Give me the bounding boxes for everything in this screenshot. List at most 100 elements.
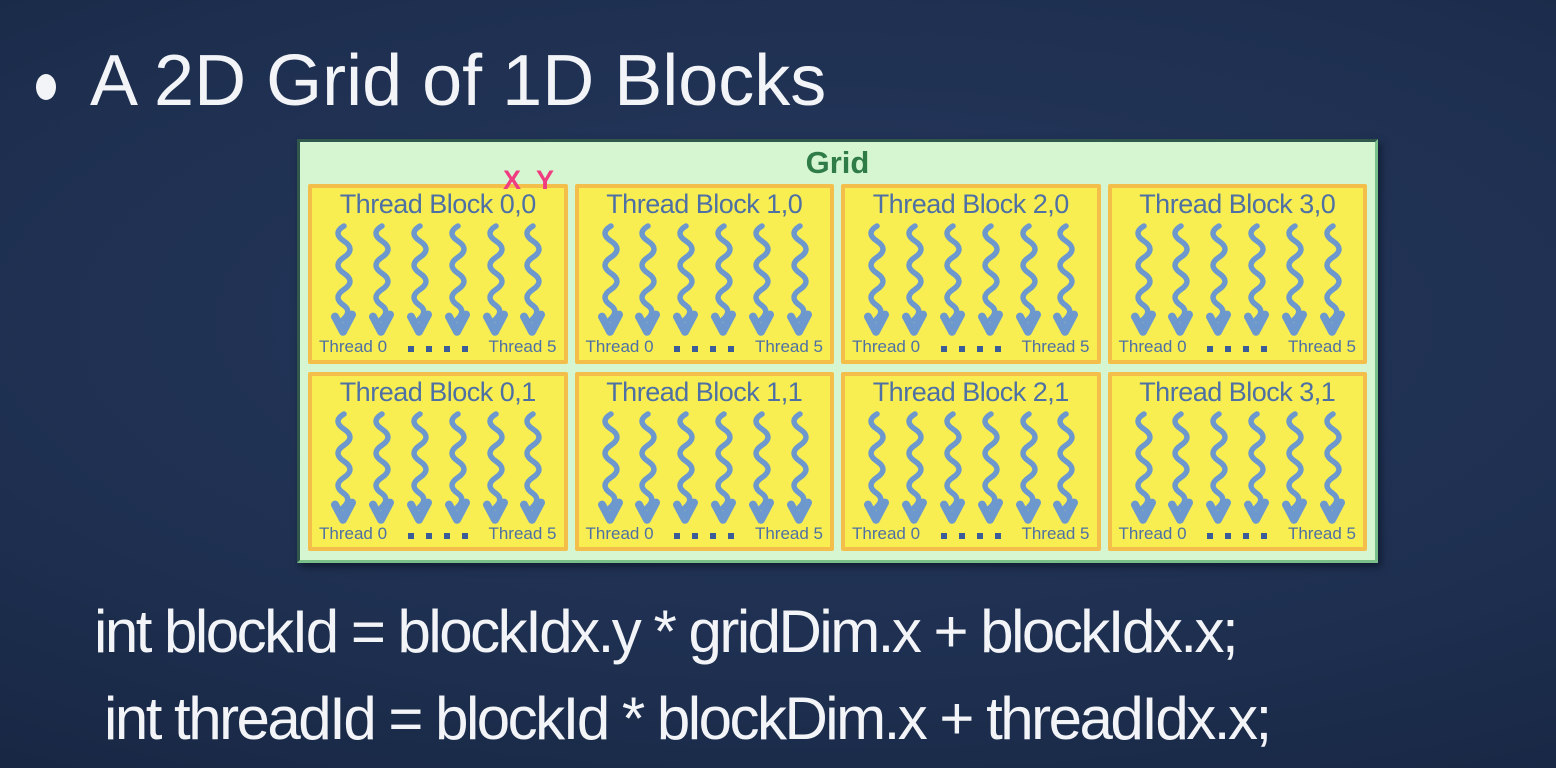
thread-arrows [585,220,825,338]
thread-block-label: Thread Block 3,1 [1139,376,1336,407]
axis-xy-label: X Y [503,165,554,196]
last-thread-label: Thread 5 [754,336,823,356]
thread-arrow-icon [749,223,775,336]
thread-block-1-0: Thread Block 1,0 Thread 0 Thread 5 [574,184,834,364]
thread-arrow-icon [331,223,356,336]
code-line-blockid: int blockId = blockIdx.y * gridDim.x + b… [94,598,1239,665]
thread-arrow-icon [786,223,812,336]
thread-arrow-icon [406,410,432,524]
thread-arrow-icon [1206,410,1232,524]
thread-arrow-icon [444,223,470,336]
thread-arrows [851,408,1091,526]
first-thread-label: Thread 0 [852,336,921,356]
thread-arrows [1118,408,1358,526]
last-thread-label: Thread 5 [488,336,557,356]
thread-blocks-grid: Thread Block 0,0 Thread 0 Thread 5 Threa… [308,184,1367,551]
thread-arrow-icon [901,410,927,524]
ellipsis-dots-icon [940,345,1001,357]
thread-block-0-1: Thread Block 0,1 Thread 0 Thread 5 [308,371,568,551]
first-thread-label: Thread 0 [585,524,654,544]
thread-block-label: Thread Block 1,1 [606,376,803,407]
thread-arrow-icon [635,410,661,524]
thread-block-0-0: Thread Block 0,0 Thread 0 Thread 5 [308,184,568,364]
ellipsis-dots-icon [674,533,735,544]
thread-arrow-icon [1015,223,1041,336]
thread-range: Thread 0 Thread 5 [318,525,558,544]
thread-arrow-icon [482,410,508,524]
thread-arrow-icon [1282,223,1308,336]
axis-y-label: Y [536,165,555,195]
last-thread-label: Thread 5 [1021,336,1090,356]
thread-block-2-1: Thread Block 2,1 Thread 0 Thread 5 [841,371,1101,551]
thread-arrow-icon [520,223,546,336]
page-title: A 2D Grid of 1D Blocks [90,41,827,121]
thread-arrow-icon [368,410,394,524]
code-snippet: int blockId = blockIdx.y * gridDim.x + b… [94,588,1272,762]
thread-arrow-icon [864,410,889,524]
thread-block-label: Thread Block 0,1 [339,376,537,407]
thread-arrow-icon [444,410,470,524]
thread-arrow-icon [635,223,661,336]
thread-arrow-icon [786,410,812,524]
thread-arrow-icon [673,223,699,336]
thread-arrow-icon [597,223,623,336]
thread-range: Thread 0 Thread 5 [851,336,1091,357]
thread-arrow-icon [673,410,699,524]
thread-arrow-icon [1168,223,1194,336]
thread-range: Thread 0 Thread 5 [1118,336,1358,357]
thread-arrow-icon [1244,410,1270,524]
thread-arrows [318,220,558,338]
thread-arrow-icon [939,410,965,524]
thread-arrow-icon [1244,223,1270,336]
thread-arrow-icon [749,410,775,524]
thread-arrow-icon [1282,410,1308,524]
slide-title-row: A 2D Grid of 1D Blocks [36,41,827,121]
thread-arrow-icon [1319,223,1345,336]
thread-block-label: Thread Block 2,0 [872,189,1070,219]
thread-block-2-0: Thread Block 2,0 Thread 0 Thread 5 [841,184,1101,364]
ellipsis-dots-icon [1207,345,1268,357]
thread-range: Thread 0 Thread 5 [585,336,825,357]
thread-arrow-icon [520,410,546,524]
first-thread-label: Thread 0 [852,524,921,544]
first-thread-label: Thread 0 [585,336,654,356]
thread-arrows [851,220,1091,338]
thread-arrow-icon [1053,223,1079,336]
grid-diagram: Grid X Y Thread Block 0,0 Thread 0 Threa… [297,139,1378,563]
thread-arrow-icon [1168,410,1194,524]
last-thread-label: Thread 5 [488,524,557,544]
last-thread-label: Thread 5 [1287,336,1356,356]
first-thread-label: Thread 0 [1118,524,1187,544]
thread-block-label: Thread Block 1,0 [606,189,803,219]
thread-arrow-icon [977,410,1003,524]
thread-block-3-1: Thread Block 3,1 Thread 0 Thread 5 [1107,371,1367,551]
thread-arrow-icon [1206,223,1232,336]
ellipsis-dots-icon [940,533,1001,544]
thread-range: Thread 0 Thread 5 [1118,525,1358,544]
thread-arrows [318,408,558,526]
thread-block-3-0: Thread Block 3,0 Thread 0 Thread 5 [1107,184,1367,364]
thread-range: Thread 0 Thread 5 [585,525,825,544]
thread-arrow-icon [406,223,432,336]
bullet-icon [36,73,56,100]
ellipsis-dots-icon [407,533,468,544]
axis-x-label: X [503,165,522,195]
code-line-threadid: int threadId = blockId * blockDim.x + th… [104,685,1272,752]
thread-arrows [585,408,825,526]
thread-arrow-icon [939,223,965,336]
thread-block-label: Thread Block 2,1 [872,376,1070,407]
thread-arrow-icon [331,410,356,524]
thread-arrow-icon [1130,223,1156,336]
thread-arrow-icon [864,223,889,336]
thread-arrow-icon [1319,410,1345,524]
thread-block-label: Thread Block 3,0 [1139,189,1336,219]
thread-block-label: Thread Block 0,0 [339,189,537,219]
thread-arrow-icon [368,223,394,336]
thread-range: Thread 0 Thread 5 [851,525,1091,544]
first-thread-label: Thread 0 [319,524,388,544]
grid-label: Grid [805,145,870,180]
thread-arrow-icon [711,410,737,524]
last-thread-label: Thread 5 [1021,524,1090,544]
ellipsis-dots-icon [407,345,468,357]
